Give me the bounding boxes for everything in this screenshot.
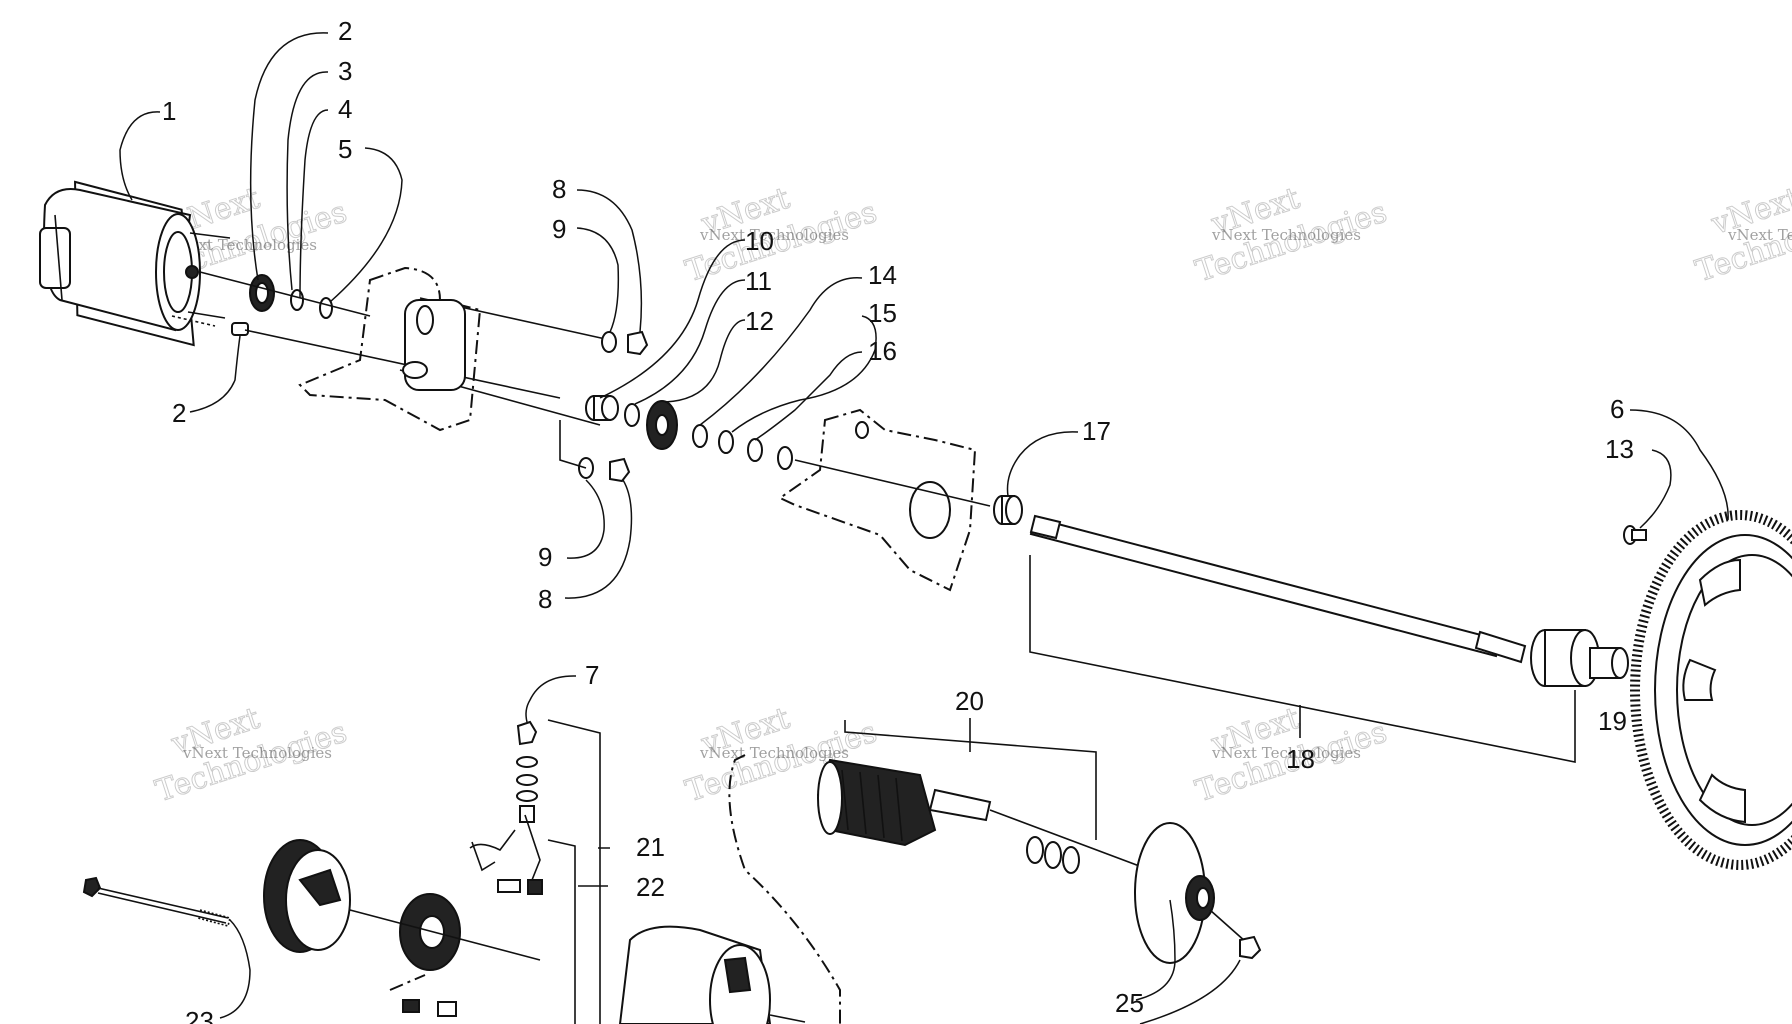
armature-20	[816, 758, 992, 847]
washer-14	[692, 424, 708, 448]
callout-13: 13	[1605, 434, 1634, 464]
callout-19: 19	[1598, 706, 1627, 736]
callout-25: 25	[1115, 988, 1144, 1018]
callout-1: 1	[162, 96, 176, 126]
washer-9-top	[601, 331, 617, 353]
rivet-13	[1623, 525, 1647, 545]
washer-20c	[1062, 846, 1080, 874]
screw-small	[402, 999, 420, 1013]
callout-9-top: 9	[552, 214, 566, 244]
ring-gear-6	[1630, 510, 1792, 870]
brush-small	[437, 1001, 457, 1017]
nut-25	[1239, 935, 1262, 960]
field-frame	[618, 925, 772, 1024]
nut-8-top	[627, 330, 649, 356]
callout-18: 18	[1286, 744, 1315, 774]
dowel-pin-2	[231, 322, 249, 336]
callout-8-bottom: 8	[538, 584, 552, 614]
nut-8-bottom	[609, 457, 631, 483]
brush-plate	[399, 893, 461, 971]
callout-16: 16	[868, 336, 897, 366]
callout-9-bottom: 9	[538, 542, 552, 572]
watermark-7: vNext Technologies	[1191, 700, 1392, 809]
callout-11: 11	[745, 266, 772, 296]
watermark-3: vNext Technologies	[1191, 180, 1392, 289]
callout-5: 5	[338, 134, 352, 164]
callout-23: 23	[185, 1006, 214, 1024]
dashed-outline-lower	[728, 754, 841, 1024]
bearing-17	[993, 495, 1023, 525]
callout-17: 17	[1082, 416, 1111, 446]
callout-20: 20	[955, 686, 984, 716]
callout-8-top: 8	[552, 174, 566, 204]
end-cap	[263, 839, 351, 953]
watermark-5-label: vNext Technologies	[182, 744, 332, 762]
washer-20a	[1026, 836, 1044, 864]
snap-ring-16b	[777, 446, 793, 470]
leader-lines	[119, 32, 1729, 1024]
callout-3: 3	[338, 56, 352, 86]
watermark-7-label: vNext Technologies	[1211, 744, 1361, 762]
watermark-2: vNext Technologies	[681, 180, 882, 289]
washer-15	[718, 430, 734, 454]
snap-ring-5	[319, 297, 333, 319]
idler-gear-12	[646, 400, 678, 450]
callout-22: 22	[636, 872, 665, 902]
watermark-6-label: vNext Technologies	[699, 744, 849, 762]
washer-4	[290, 289, 304, 311]
snap-ring-16a	[747, 438, 763, 462]
callout-15: 15	[868, 298, 897, 328]
callout-12: 12	[745, 306, 774, 336]
watermark-5: vNext Technologies	[151, 700, 352, 809]
end-plate	[1134, 822, 1215, 964]
pinion-19	[1530, 629, 1629, 687]
callout-14: 14	[868, 260, 897, 290]
watermark-4-label: vNext Technologies	[1727, 226, 1792, 244]
callout-21: 21	[636, 832, 665, 862]
starter-motor	[39, 180, 231, 347]
through-bolt	[82, 876, 231, 927]
callout-6: 6	[1610, 394, 1624, 424]
brush-lead-22	[469, 814, 543, 895]
washer-20b	[1044, 841, 1062, 869]
support-bracket	[778, 408, 977, 592]
watermark-1-label: vNext Technologies	[167, 236, 317, 254]
washer-11	[624, 403, 640, 427]
drive-gear-small	[249, 274, 275, 312]
watermark-4: vNext Technologies	[1691, 180, 1792, 289]
mounting-bracket	[298, 266, 482, 432]
terminal-stack-7	[516, 720, 538, 823]
callout-4: 4	[338, 94, 352, 124]
watermark-3-label: vNext Technologies	[1211, 226, 1361, 244]
bushing-10	[585, 395, 619, 421]
callout-labels: 1 2 3 4 5 2 8 9 9 8 10 11 12 14 15 16 17…	[162, 16, 1634, 1024]
callout-2-top: 2	[338, 16, 352, 46]
callout-10: 10	[745, 226, 774, 256]
drive-shaft-18	[1029, 514, 1527, 664]
callout-2-bottom: 2	[172, 398, 186, 428]
callout-7: 7	[585, 660, 599, 690]
watermark-2-label: vNext Technologies	[699, 226, 849, 244]
